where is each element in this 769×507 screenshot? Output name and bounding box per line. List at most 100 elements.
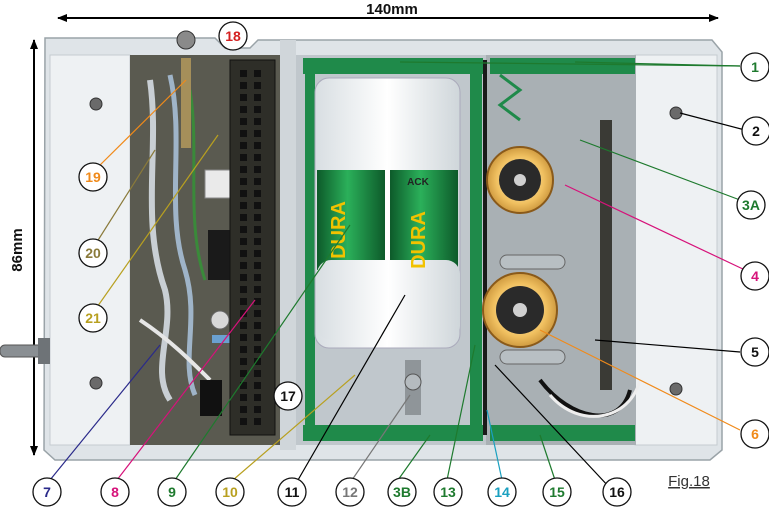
callout-circle	[100, 477, 130, 507]
potentiometer-upper	[486, 146, 554, 214]
header-pin	[240, 118, 247, 125]
header-pin	[240, 370, 247, 377]
battery-compartment	[303, 58, 487, 441]
callout-number: 17	[280, 388, 296, 404]
header-pin	[254, 334, 261, 341]
header-pin	[240, 346, 247, 353]
header-pin	[254, 418, 261, 425]
header-pin	[254, 250, 261, 257]
callout-number: 19	[85, 169, 101, 185]
header-pin	[240, 322, 247, 329]
callout-circle	[602, 477, 632, 507]
callout-number: 3A	[742, 197, 760, 213]
header-pin	[240, 178, 247, 185]
callout-number: 16	[609, 484, 625, 500]
header-pin	[240, 382, 247, 389]
callout-6: 6	[740, 419, 769, 449]
header-pin	[240, 166, 247, 173]
callout-9: 9	[157, 477, 187, 507]
callout-15: 15	[542, 477, 572, 507]
callout-number: 13	[440, 484, 456, 500]
header-pin	[254, 106, 261, 113]
header-pin	[240, 130, 247, 137]
callout-3b: 3B	[387, 477, 417, 507]
toggle-switch-lever	[0, 338, 50, 364]
callout-circle	[218, 21, 248, 51]
callout-number: 4	[751, 268, 759, 284]
callout-circle	[78, 303, 108, 333]
header-pin	[254, 70, 261, 77]
header-pin	[240, 310, 247, 317]
header-pin	[240, 298, 247, 305]
callout-number: 15	[549, 484, 565, 500]
callout-12: 12	[335, 477, 365, 507]
header-pin	[240, 202, 247, 209]
callout-number: 9	[168, 484, 176, 500]
pcb-header-pins	[240, 70, 261, 425]
callout-number: 18	[225, 28, 241, 44]
header-pin	[254, 118, 261, 125]
callout-7: 7	[32, 477, 62, 507]
header-pin	[240, 262, 247, 269]
callout-circle	[335, 477, 365, 507]
header-pin	[254, 310, 261, 317]
header-pin	[240, 238, 247, 245]
corner-screws	[89, 97, 683, 396]
callout-circle	[277, 477, 307, 507]
callout-3a: 3A	[736, 190, 766, 220]
header-pin	[240, 82, 247, 89]
header-pin	[254, 202, 261, 209]
callout-17: 17	[273, 381, 303, 411]
callout-circle	[740, 52, 769, 82]
callout-circle	[740, 261, 769, 291]
callout-2: 2	[741, 116, 769, 146]
header-pin	[240, 286, 247, 293]
header-pin	[240, 142, 247, 149]
callout-number: 11	[285, 484, 300, 500]
callout-circle	[741, 116, 769, 146]
header-pin	[240, 250, 247, 257]
callout-circle	[740, 337, 769, 367]
header-pin	[240, 406, 247, 413]
header-pin	[254, 322, 261, 329]
header-pin	[254, 214, 261, 221]
battery-left-brand: DURA	[328, 201, 350, 259]
header-pin	[254, 358, 261, 365]
header-pin	[254, 178, 261, 185]
callout-20: 20	[78, 238, 108, 268]
callout-circle	[157, 477, 187, 507]
callout-circle	[32, 477, 62, 507]
header-pin	[240, 214, 247, 221]
header-pin	[254, 274, 261, 281]
header-pin	[254, 226, 261, 233]
callout-number: 10	[222, 484, 238, 500]
callout-number: 1	[751, 59, 759, 75]
callout-circle	[387, 477, 417, 507]
callout-circle	[740, 419, 769, 449]
header-pin	[254, 262, 261, 269]
battery-right-brand: DURA	[408, 211, 430, 269]
header-pin	[254, 382, 261, 389]
battery-holder: DURA DURA ACK	[314, 77, 461, 415]
potentiometer-lower	[482, 272, 558, 348]
callout-11: 11	[277, 477, 307, 507]
header-pin	[240, 274, 247, 281]
callout-5: 5	[740, 337, 769, 367]
header-pin	[240, 226, 247, 233]
header-pin	[240, 418, 247, 425]
callout-circle	[736, 190, 766, 220]
callout-number: 3B	[393, 484, 411, 500]
callout-circle	[433, 477, 463, 507]
callout-number: 2	[752, 123, 760, 139]
callout-number: 12	[342, 484, 358, 500]
callout-number: 20	[85, 245, 101, 261]
header-pin	[254, 82, 261, 89]
header-pin	[254, 130, 261, 137]
pcb-board-left	[229, 59, 276, 436]
callout-16: 16	[602, 477, 632, 507]
threaded-standoff	[176, 30, 196, 148]
header-pin	[240, 190, 247, 197]
callout-19: 19	[78, 162, 108, 192]
header-pin	[240, 154, 247, 161]
